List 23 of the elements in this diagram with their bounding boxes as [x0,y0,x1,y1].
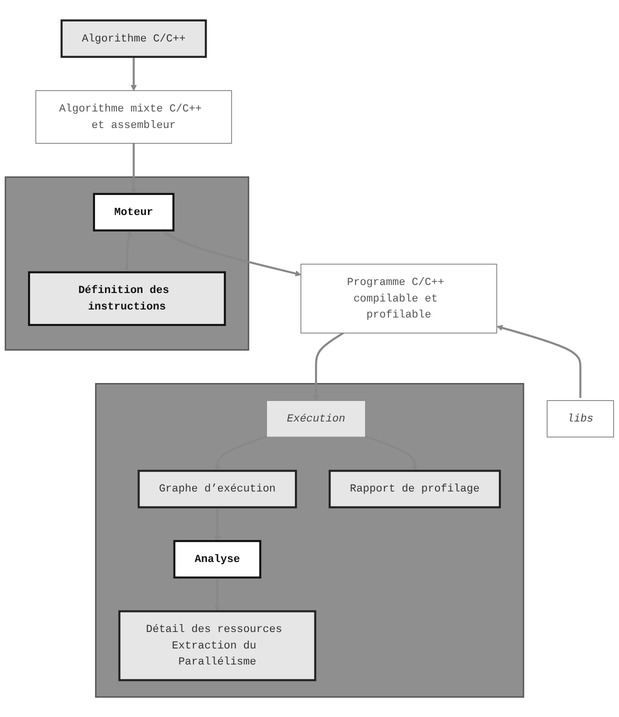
node-box [118,610,316,681]
node-box [173,540,262,578]
arrow [496,324,582,398]
node-box [266,400,366,438]
arrow [214,577,220,612]
node-box [60,19,207,58]
cluster [4,176,250,350]
node-box [35,90,232,144]
arrow [214,507,220,542]
arrow [161,229,302,276]
arrow [130,143,137,194]
arrow [130,56,137,91]
arrow [365,435,418,471]
arrow [126,230,132,270]
arrow [214,435,267,471]
node-box [328,470,501,508]
node-box [138,470,297,508]
arrow [313,332,344,401]
node-box [300,264,498,334]
cluster [95,382,524,698]
node-box [92,192,174,232]
node-box [546,400,614,438]
node-box [28,271,226,326]
